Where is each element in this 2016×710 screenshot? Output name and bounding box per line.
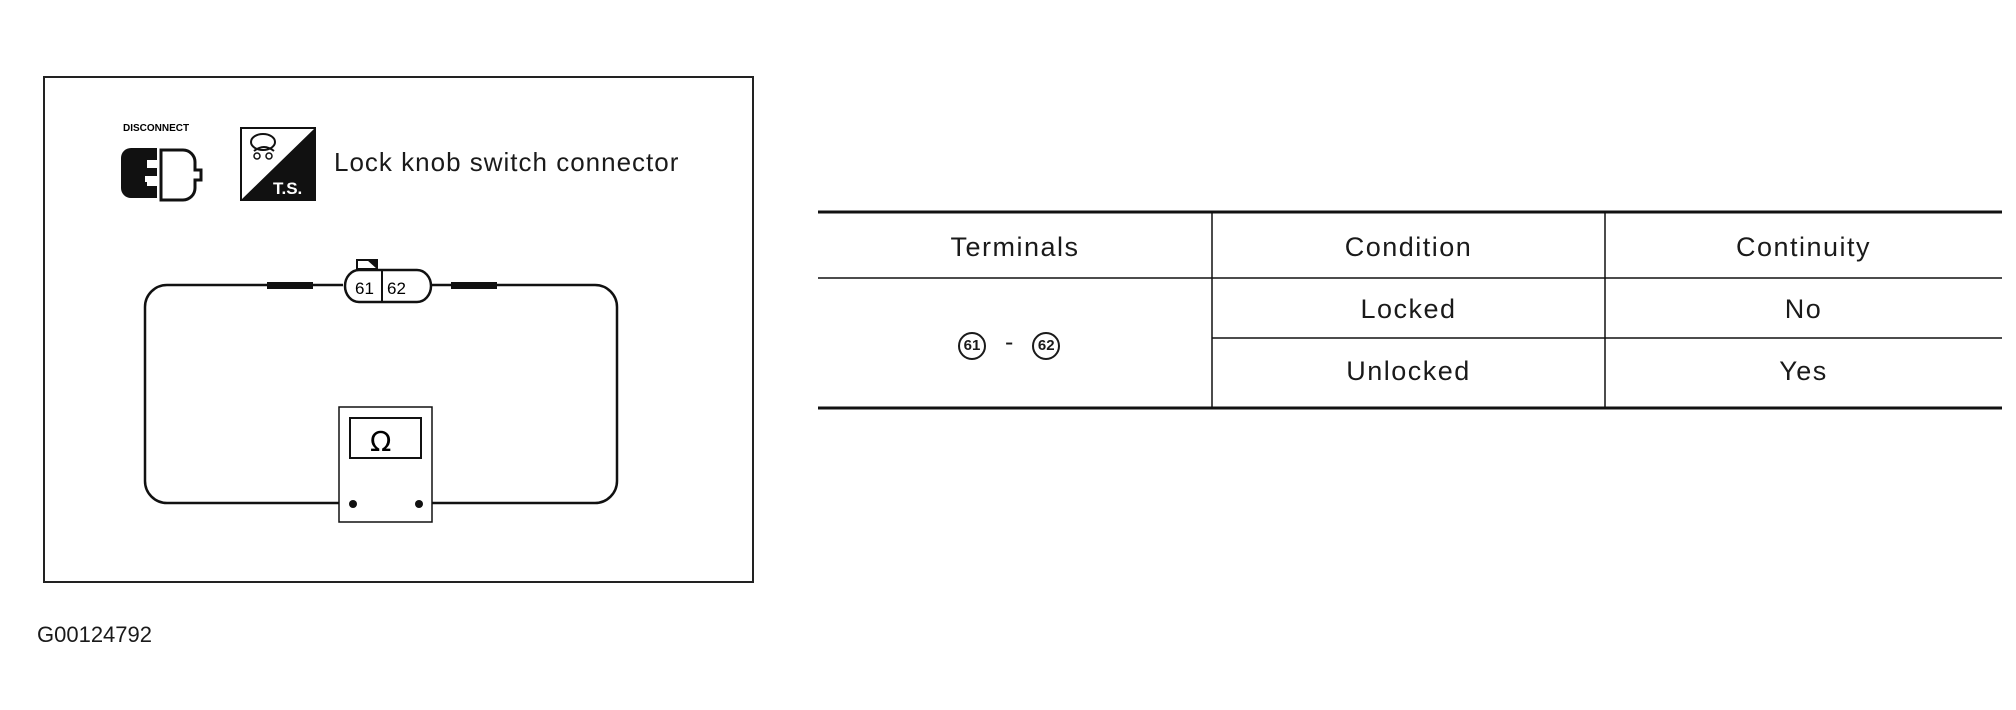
probe-tip-left: [267, 282, 313, 289]
connector-title: Lock knob switch connector: [334, 147, 680, 177]
terminal-62: 62: [1032, 332, 1061, 360]
table-grid: [818, 210, 2002, 410]
header-terminals: Terminals: [950, 232, 1080, 262]
disconnect-label: DISCONNECT: [123, 123, 189, 134]
ohmmeter: Ω: [338, 406, 433, 523]
continuity-yes: Yes: [1779, 356, 1828, 386]
diagram-panel: DISCONNECT T.S. 61: [43, 76, 754, 583]
connector-pin-61: 61: [355, 279, 374, 298]
connector: 61 62: [343, 259, 433, 304]
ts-label: T.S.: [273, 179, 302, 198]
disconnect-icon: [121, 148, 203, 202]
probe-tip-right: [451, 282, 497, 289]
terminal-separator: -: [1004, 328, 1014, 356]
header-continuity: Continuity: [1735, 232, 1872, 262]
connector-pin-62: 62: [387, 279, 406, 298]
figure-id: G00124792: [37, 622, 152, 647]
continuity-no: No: [1784, 294, 1823, 324]
condition-locked: Locked: [1360, 294, 1457, 324]
terminal-61: 61: [958, 332, 986, 360]
left-wire: [143, 283, 343, 505]
header-condition: Condition: [1344, 232, 1473, 262]
condition-unlocked: Unlocked: [1346, 356, 1471, 386]
terminal-pair: 61 - 62: [958, 328, 1061, 360]
tool-ts-icon: T.S.: [240, 127, 316, 201]
ohm-symbol: Ω: [370, 425, 391, 458]
right-wire: [419, 283, 619, 505]
circuit-diagram: DISCONNECT T.S. 61: [121, 123, 619, 523]
